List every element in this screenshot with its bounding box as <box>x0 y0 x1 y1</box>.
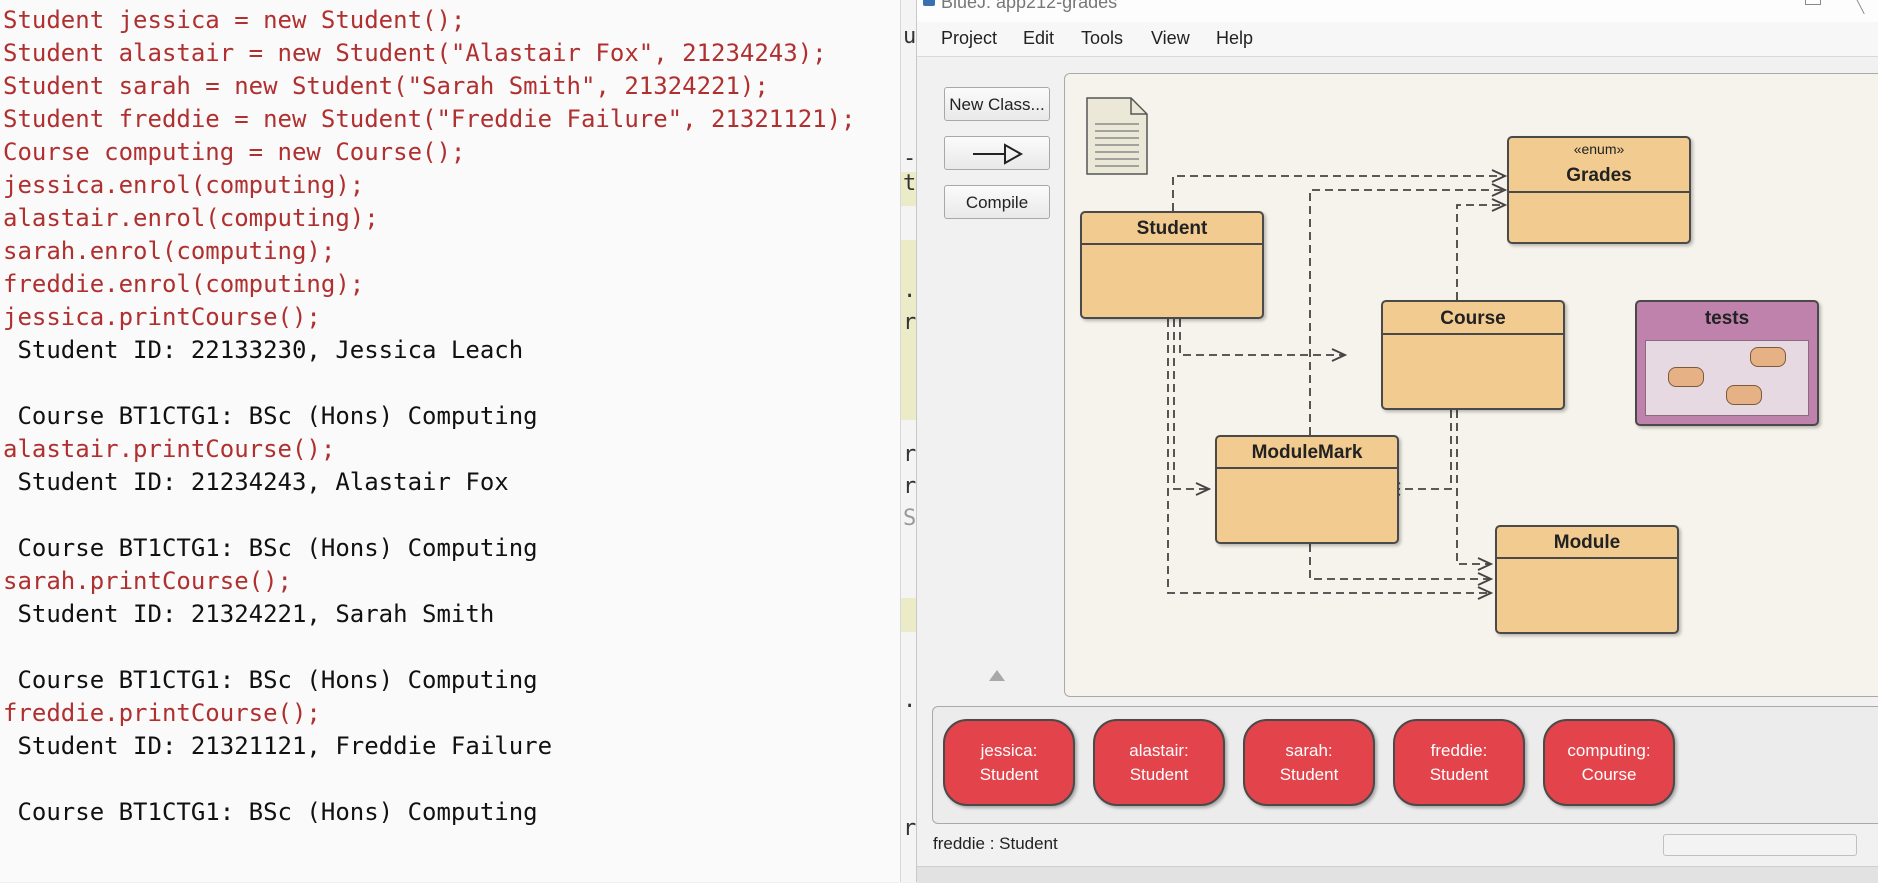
bluej-logo-icon <box>923 0 935 6</box>
class-name: Student <box>1136 218 1208 239</box>
terminal-code-line: jessica.enrol(computing); <box>3 171 365 199</box>
menu-edit[interactable]: Edit <box>1023 28 1055 48</box>
terminal-output-line <box>3 499 856 532</box>
title-bar: BlueJ: app212-grades ╲ <box>917 0 1878 22</box>
class-name: Grades <box>1566 165 1632 186</box>
terminal-code-line: freddie.printCourse(); <box>3 699 321 727</box>
object-type: Course <box>1581 765 1637 784</box>
new-class-button[interactable]: New Class... <box>944 87 1050 121</box>
class-course[interactable]: Course <box>1381 300 1565 410</box>
bluej-window: BlueJ: app212-grades ╲ Project Edit Tool… <box>916 0 1878 883</box>
class-modulemark[interactable]: ModuleMark <box>1215 435 1399 544</box>
terminal-code-line: freddie.enrol(computing); <box>3 270 365 298</box>
terminal-code-line: sarah.printCourse(); <box>3 567 292 595</box>
object-bench: jessica: Student alastair: Student sarah… <box>932 706 1878 824</box>
status-bar-text: freddie : Student <box>933 834 1058 853</box>
class-grades[interactable]: «enum» Grades <box>1507 136 1691 244</box>
minimize-icon[interactable] <box>1805 0 1821 5</box>
package-contents <box>1645 340 1809 416</box>
object-name: jessica: <box>980 741 1038 760</box>
editor-fragment: rs <box>903 474 917 499</box>
class-diagram[interactable]: Student «enum» Grades Course tests Modul… <box>1064 73 1878 697</box>
menu-view[interactable]: View <box>1151 28 1190 48</box>
horizontal-scrollbar[interactable] <box>917 866 1878 883</box>
menu-project[interactable]: Project <box>941 28 998 48</box>
terminal-code-line: Student freddie = new Student("Freddie F… <box>3 105 856 133</box>
terminal-code-line: Student alastair = new Student("Alastair… <box>3 39 827 67</box>
terminal-output-line: Student ID: 21324221, Sarah Smith <box>3 600 495 628</box>
editor-fragment: rs <box>903 816 917 841</box>
object-name: computing: <box>1567 741 1651 760</box>
class-stereotype: «enum» <box>1573 141 1625 157</box>
triangle-up-icon[interactable] <box>989 670 1005 681</box>
terminal-output-line: Course BT1CTG1: BSc (Hons) Computing <box>3 798 538 826</box>
terminal-window: Student jessica = new Student(); Student … <box>0 0 900 882</box>
object-name: freddie: <box>1430 741 1488 760</box>
editor-fragment: rs <box>903 442 917 467</box>
menu-bar: Project Edit Tools View Help <box>917 22 1878 57</box>
terminal-output-line <box>3 367 856 400</box>
editor-fragment: -t <box>903 146 917 196</box>
package-name: tests <box>1704 308 1750 329</box>
progress-bar <box>1663 834 1857 856</box>
terminal-output-line: Course BT1CTG1: BSc (Hons) Computing <box>3 534 538 562</box>
object-name: alastair: <box>1129 741 1189 760</box>
terminal-output-line: Course BT1CTG1: BSc (Hons) Computing <box>3 402 538 430</box>
object-computing[interactable]: computing: Course <box>1543 719 1675 806</box>
terminal-output-line: Student ID: 22133230, Jessica Leach <box>3 336 524 364</box>
editor-fragment: r <box>903 310 917 335</box>
editor-fragment: .n <box>903 688 917 713</box>
close-icon[interactable]: ╲ <box>1857 0 1865 14</box>
terminal-code-line: alastair.enrol(computing); <box>3 204 379 232</box>
object-type: Student <box>1429 765 1489 784</box>
arrow-right-icon <box>973 143 1024 165</box>
menu-tools[interactable]: Tools <box>1081 28 1124 48</box>
object-jessica[interactable]: jessica: Student <box>943 719 1075 806</box>
object-type: Student <box>1279 765 1339 784</box>
terminal-code-line: Student sarah = new Student("Sarah Smith… <box>3 72 769 100</box>
class-name: Module <box>1553 532 1621 553</box>
editor-fragment: S <box>903 506 917 531</box>
class-name: ModuleMark <box>1251 442 1363 463</box>
terminal-output: Student jessica = new Student(); Student … <box>3 4 856 829</box>
terminal-code-line: sarah.enrol(computing); <box>3 237 336 265</box>
class-name: Course <box>1440 308 1506 329</box>
editor-window-edge: ur -t .n r rs rs S .n rs <box>900 0 917 882</box>
editor-fragment: ur <box>903 24 917 49</box>
terminal-output-line: Student ID: 21234243, Alastair Fox <box>3 468 509 496</box>
class-student[interactable]: Student <box>1080 211 1264 319</box>
readme-document-icon[interactable] <box>1085 96 1149 176</box>
object-name: sarah: <box>1285 741 1333 760</box>
window-title: BlueJ: app212-grades <box>941 0 1118 12</box>
terminal-output-line: Course BT1CTG1: BSc (Hons) Computing <box>3 666 538 694</box>
dependency-arrows <box>1167 74 1878 696</box>
terminal-code-line: Student jessica = new Student(); <box>3 6 466 34</box>
object-freddie[interactable]: freddie: Student <box>1393 719 1525 806</box>
editor-fragment: .n <box>903 278 917 303</box>
terminal-output-line <box>3 763 856 796</box>
object-alastair[interactable]: alastair: Student <box>1093 719 1225 806</box>
class-module[interactable]: Module <box>1495 525 1679 634</box>
object-type: Student <box>979 765 1039 784</box>
terminal-output-line <box>3 631 856 664</box>
terminal-code-line: jessica.printCourse(); <box>3 303 321 331</box>
menu-help[interactable]: Help <box>1216 28 1254 48</box>
compile-button[interactable]: Compile <box>944 185 1050 219</box>
new-arrow-button[interactable] <box>944 136 1050 170</box>
terminal-code-line: alastair.printCourse(); <box>3 435 336 463</box>
object-type: Student <box>1129 765 1189 784</box>
object-sarah[interactable]: sarah: Student <box>1243 719 1375 806</box>
terminal-code-line: Course computing = new Course(); <box>3 138 466 166</box>
class-tests-package[interactable]: tests <box>1635 300 1819 426</box>
terminal-output-line: Student ID: 21321121, Freddie Failure <box>3 732 553 760</box>
